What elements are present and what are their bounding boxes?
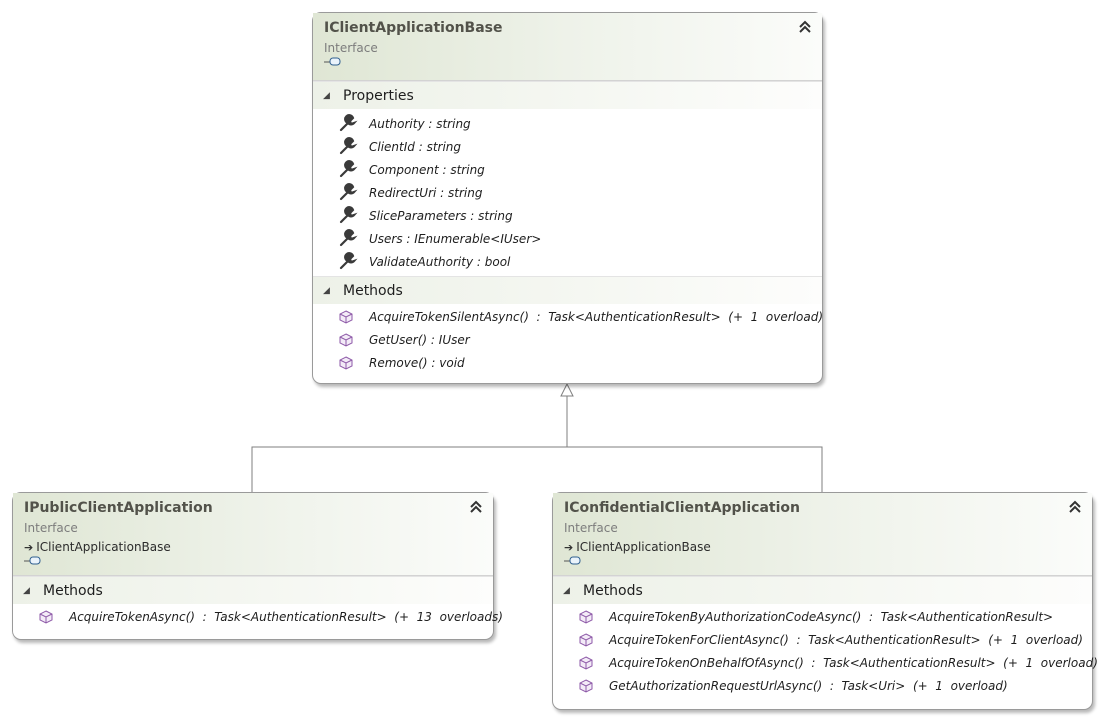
property-row-redirecturi[interactable]: RedirectUri : string — [313, 181, 822, 204]
method-row-acquiretokenonbehalfofasync[interactable]: AcquireTokenOnBehalfOfAsync() : Task<Aut… — [553, 651, 1098, 674]
methods-list: AcquireTokenSilentAsync() : Task<Authent… — [313, 304, 824, 374]
method-text: AcquireTokenSilentAsync() : Task<Authent… — [369, 309, 824, 324]
property-row-clientid[interactable]: ClientId : string — [313, 135, 822, 158]
methods-section-header[interactable]: ◢ Methods — [13, 576, 493, 604]
wrench-icon — [339, 159, 369, 178]
class-box-iconfidentialclientapplication[interactable]: IConfidentialClientApplication Interface… — [552, 492, 1098, 710]
property-text: ValidateAuthority : bool — [369, 254, 511, 269]
section-label: Methods — [43, 582, 103, 599]
double-chevron-up-icon[interactable] — [469, 500, 483, 514]
class-kind: Interface — [324, 41, 378, 55]
cube-icon — [579, 609, 609, 624]
property-row-sliceparameters[interactable]: SliceParameters : string — [313, 204, 822, 227]
wrench-icon — [339, 182, 369, 201]
property-row-authority[interactable]: Authority : string — [313, 112, 822, 135]
class-header: IPublicClientApplication Interface ➔ICli… — [13, 493, 493, 576]
properties-list: Authority : string ClientId : string Com… — [313, 109, 822, 276]
property-text: SliceParameters : string — [369, 208, 513, 223]
class-box-iclientapplicationbase[interactable]: IClientApplicationBase Interface ◢ Prope… — [312, 12, 823, 384]
cube-icon — [39, 609, 69, 624]
methods-section-header[interactable]: ◢ Methods — [553, 576, 1092, 604]
class-header: IClientApplicationBase Interface — [313, 13, 822, 81]
method-row-getuser[interactable]: GetUser() : IUser — [313, 328, 822, 351]
method-text: AcquireTokenOnBehalfOfAsync() : Task<Aut… — [609, 655, 1098, 670]
base-type: ➔IClientApplicationBase — [24, 539, 483, 556]
section-label: Methods — [343, 282, 403, 299]
cube-icon — [579, 655, 609, 670]
method-text: AcquireTokenAsync() : Task<Authenticatio… — [69, 609, 503, 624]
interface-lollipop-icon — [324, 57, 341, 66]
property-text: Authority : string — [369, 116, 471, 131]
section-label: Properties — [343, 87, 414, 104]
property-text: ClientId : string — [369, 139, 462, 154]
base-type: ➔IClientApplicationBase — [564, 539, 1082, 556]
method-row-acquiretokenforclientasync[interactable]: AcquireTokenForClientAsync() : Task<Auth… — [553, 628, 1092, 651]
method-text: GetUser() : IUser — [369, 332, 470, 347]
base-type-label: IClientApplicationBase — [576, 540, 711, 554]
cube-icon — [339, 355, 369, 370]
expand-triangle-icon[interactable]: ◢ — [563, 585, 570, 596]
wrench-icon — [339, 113, 369, 132]
arrow-right-icon: ➔ — [564, 541, 574, 554]
methods-section-header[interactable]: ◢ Methods — [313, 276, 822, 304]
property-text: RedirectUri : string — [369, 185, 483, 200]
class-kind: Interface — [24, 521, 78, 535]
method-text: AcquireTokenByAuthorizationCodeAsync() :… — [609, 609, 1054, 624]
wrench-icon — [339, 251, 369, 270]
method-row-getauthorizationrequesturlasync[interactable]: GetAuthorizationRequestUrlAsync() : Task… — [553, 674, 1092, 697]
property-row-component[interactable]: Component : string — [313, 158, 822, 181]
section-label: Methods — [583, 582, 643, 599]
double-chevron-up-icon[interactable] — [798, 20, 812, 34]
wrench-icon — [339, 228, 369, 247]
inheritance-line — [251, 446, 823, 492]
cube-icon — [579, 678, 609, 693]
property-text: Users : IEnumerable<IUser> — [369, 231, 542, 246]
class-name: IPublicClientApplication — [24, 500, 213, 516]
class-kind: Interface — [564, 521, 618, 535]
cube-icon — [339, 309, 369, 324]
expand-triangle-icon[interactable]: ◢ — [323, 285, 330, 296]
method-text: GetAuthorizationRequestUrlAsync() : Task… — [609, 678, 1008, 693]
base-type-label: IClientApplicationBase — [36, 540, 171, 554]
properties-section-header[interactable]: ◢ Properties — [313, 81, 822, 109]
methods-list: AcquireTokenAsync() : Task<Authenticatio… — [13, 604, 503, 628]
class-name: IConfidentialClientApplication — [564, 500, 800, 516]
class-header: IConfidentialClientApplication Interface… — [553, 493, 1092, 576]
double-chevron-up-icon[interactable] — [1068, 500, 1082, 514]
interface-lollipop-icon — [564, 556, 581, 565]
property-row-users[interactable]: Users : IEnumerable<IUser> — [313, 227, 822, 250]
class-name: IClientApplicationBase — [324, 20, 503, 36]
method-row-acquiretokenasync[interactable]: AcquireTokenAsync() : Task<Authenticatio… — [13, 605, 503, 628]
wrench-icon — [339, 205, 369, 224]
method-row-acquiretokensilentasync[interactable]: AcquireTokenSilentAsync() : Task<Authent… — [313, 305, 824, 328]
method-row-acquiretokenbyauthorizationcodeasync[interactable]: AcquireTokenByAuthorizationCodeAsync() :… — [553, 605, 1092, 628]
class-box-ipublicclientapplication[interactable]: IPublicClientApplication Interface ➔ICli… — [12, 492, 503, 640]
method-row-remove[interactable]: Remove() : void — [313, 351, 822, 374]
cube-icon — [339, 332, 369, 347]
property-row-validateauthority[interactable]: ValidateAuthority : bool — [313, 250, 822, 273]
expand-triangle-icon[interactable]: ◢ — [323, 90, 330, 101]
arrow-right-icon: ➔ — [24, 541, 34, 554]
interface-lollipop-icon — [24, 556, 41, 565]
wrench-icon — [339, 136, 369, 155]
method-text: AcquireTokenForClientAsync() : Task<Auth… — [609, 632, 1083, 647]
expand-triangle-icon[interactable]: ◢ — [23, 585, 30, 596]
generalization-arrowhead — [560, 382, 574, 397]
property-text: Component : string — [369, 162, 485, 177]
cube-icon — [579, 632, 609, 647]
method-text: Remove() : void — [369, 355, 465, 370]
methods-list: AcquireTokenByAuthorizationCodeAsync() :… — [553, 604, 1098, 697]
